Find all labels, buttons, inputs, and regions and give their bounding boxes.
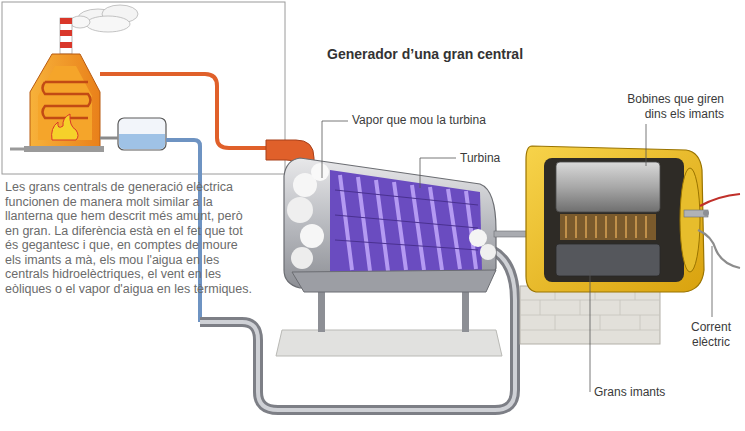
steam-puffs-part <box>469 229 487 247</box>
output-wires-part <box>700 194 740 206</box>
generator-housing-part <box>526 146 704 292</box>
plant-building-part <box>30 54 100 148</box>
water-tank <box>100 118 166 150</box>
turbine-base-part <box>318 286 325 332</box>
plant-frame <box>2 2 285 174</box>
generator-housing-part <box>566 216 646 238</box>
turbine-base-part <box>462 286 469 332</box>
water-pipe-part <box>200 250 515 410</box>
water-tank-part <box>118 118 166 150</box>
plant-building-part <box>24 146 104 152</box>
water-tank-part <box>119 134 165 149</box>
turbine-housing <box>284 158 496 292</box>
water-pipe-part <box>200 250 515 410</box>
steam-puffs-part <box>311 163 329 181</box>
leader-lines-part <box>712 246 713 317</box>
plant-building-part <box>10 148 26 151</box>
generator-housing <box>526 146 709 292</box>
chimney-part <box>60 42 72 48</box>
generator-housing-part <box>544 158 684 282</box>
leader-lines <box>322 121 712 392</box>
generator-housing-part <box>560 214 656 240</box>
turbine-housing-part <box>335 190 478 250</box>
chimney-part <box>60 18 72 24</box>
steam-puffs <box>287 163 496 269</box>
part-label: Corrent elèctric <box>684 320 738 350</box>
generator-housing-part <box>556 244 660 276</box>
part-label: Turbina <box>460 151 500 166</box>
plant-building-part <box>52 114 78 140</box>
part-label: Bobines que giren dins els imants <box>612 92 724 122</box>
steam-pipe-part <box>100 74 268 148</box>
smoke-cloud-part <box>70 16 90 28</box>
part-label: Grans imants <box>594 385 665 400</box>
leader-lines-part <box>646 124 647 166</box>
plant-frame-part <box>2 2 285 174</box>
output-wires-part <box>698 230 740 268</box>
caption-text: Les grans centrals de generació elèctric… <box>5 180 253 296</box>
leader-lines-part <box>420 158 456 188</box>
turbine-housing-part <box>340 175 476 271</box>
chimney <box>60 18 72 54</box>
plant-building-part <box>43 82 91 118</box>
steam-pipe <box>100 74 314 162</box>
turbine-base-part <box>276 330 502 356</box>
output-wires <box>698 194 740 268</box>
generator-housing-part <box>684 210 708 217</box>
turbine-housing-part <box>292 270 496 292</box>
turbine-housing-part <box>284 158 496 288</box>
diagram-title: Generador d’una gran central <box>327 46 523 63</box>
turbine-base <box>276 286 502 356</box>
generator-housing-part <box>703 210 709 216</box>
chimney-part <box>60 18 72 54</box>
steam-puffs-part <box>300 224 324 248</box>
smoke-cloud <box>70 5 138 32</box>
plant-building <box>10 54 104 152</box>
leader-lines-part <box>590 270 591 392</box>
generator-housing-part <box>680 168 700 272</box>
chimney-part <box>60 30 72 36</box>
turbine-housing-part <box>330 170 482 274</box>
generator-housing-part <box>556 162 660 212</box>
part-label: Vapor que mou la turbina <box>352 113 486 128</box>
smoke-cloud-part <box>86 16 130 32</box>
water-tank-part <box>100 137 118 140</box>
steam-puffs-part <box>287 197 313 223</box>
steam-puffs-part <box>480 244 496 260</box>
leader-lines-part <box>322 121 348 178</box>
plant-building-part <box>38 66 92 140</box>
steam-puffs-part <box>291 247 313 269</box>
